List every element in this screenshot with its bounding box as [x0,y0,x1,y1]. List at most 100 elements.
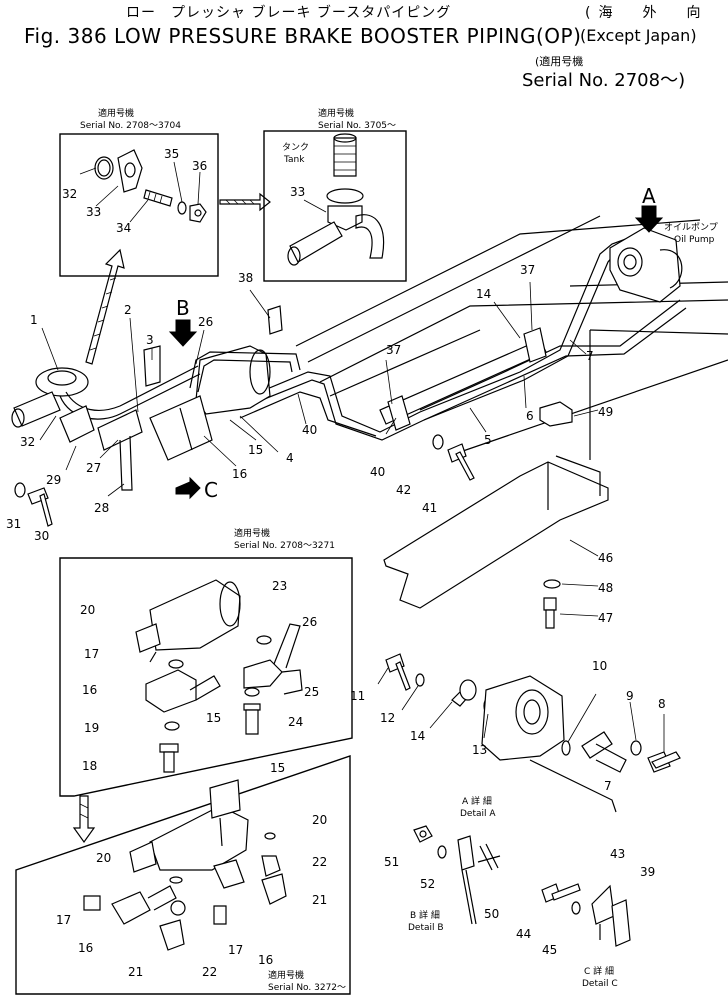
callout: 36 [192,159,208,173]
callout: 26 [302,615,318,629]
callout: 42 [396,483,412,497]
title-japanese: ロー プレッシャ ブレーキ ブースタパイピング [126,5,452,21]
inset-tl-serial: Serial No. 2708～3704 [80,121,181,131]
callout: 16 [258,953,274,967]
callout: 16 [78,941,94,955]
callout: 16 [232,467,248,481]
serial-label-japanese: (適用号機 [535,55,584,68]
callout: 22 [202,965,218,979]
callout: 9 [626,689,634,703]
callout: 18 [82,759,98,773]
callout: 25 [304,685,320,699]
callout: 40 [370,465,386,479]
callout: 5 [484,433,492,447]
callout: 41 [422,501,438,515]
detail-a-parts [385,653,681,813]
callout: 45 [542,943,558,957]
callout: 13 [472,743,488,757]
inset-pointer-arrow [85,248,125,365]
callout: 34 [116,221,132,235]
inset-bottom-heading-jp: 適用号機 [268,971,305,981]
inset-tl-heading-jp: 適用号機 [98,109,135,119]
inset-bottom-parts [83,779,287,951]
callout: 20 [80,603,96,617]
inset-tr-parts [287,133,385,266]
oil-pump-label: Oil Pump [674,235,715,245]
inset-link-arrow [72,795,96,844]
detail-a-label: Detail A [460,809,496,819]
callout: 19 [84,721,100,735]
callout: 52 [420,877,436,891]
inset-bottom-frame [15,755,351,995]
callout: 2 [124,303,132,317]
transfer-arrow [219,192,271,212]
callout: 38 [238,271,254,285]
callout: 49 [598,405,614,419]
callout: 17 [84,647,100,661]
inset-top-right-frame [263,130,407,282]
callout: 46 [598,551,614,565]
detail-b-parts [413,825,501,925]
detail-c-label-jp: C 詳 細 [584,967,615,977]
oil-pump-label-jp: オイルポンプ [664,223,718,233]
callout: 4 [286,451,294,465]
callout: 15 [248,443,264,457]
view-arrow-a-label: A [642,184,656,208]
callout: 43 [610,847,626,861]
callout: 24 [288,715,304,729]
view-arrow-b-label: B [176,296,190,320]
figure-title: Fig. 386 LOW PRESSURE BRAKE BOOSTER PIPI… [24,24,582,48]
callout: 6 [526,409,534,423]
callout: 35 [164,147,180,161]
callout: 8 [658,697,666,711]
inset-tr-serial: Serial No. 3705～ [318,121,397,131]
callout: 32 [62,187,78,201]
detail-c-parts [541,883,631,947]
callout: 23 [272,579,288,593]
callout: 37 [386,343,402,357]
callout: 47 [598,611,614,625]
callout: 31 [6,517,22,531]
detail-c-label: Detail C [582,979,618,989]
callout: 15 [206,711,222,725]
callout: 51 [384,855,400,869]
callout: 15 [270,761,286,775]
inset-bottom-serial: Serial No. 3272～ [268,983,347,993]
callout: 14 [476,287,492,301]
leader-lines [39,161,665,752]
inset-middle-serial: Serial No. 2708～3271 [234,541,335,551]
detail-b-label: Detail B [408,923,444,933]
market-label: (Except Japan) [580,26,697,45]
inset-tr-heading-jp: 適用号機 [318,109,355,119]
callout: 33 [290,185,306,199]
callout: 17 [56,913,72,927]
callout: 3 [146,333,154,347]
callout: 39 [640,865,656,879]
callout: 30 [34,529,50,543]
callout: 21 [128,965,144,979]
main-assembly [11,205,728,629]
callout: 16 [82,683,98,697]
callout: 20 [312,813,328,827]
callout: 48 [598,581,614,595]
callout: 12 [380,711,396,725]
callout: 14 [410,729,426,743]
inset-top-left-frame [59,133,219,277]
callout: 17 [228,943,244,957]
callout: 22 [312,855,328,869]
callout: 7 [586,349,594,363]
detail-a-label-jp: A 詳 細 [462,797,492,807]
tank-label: Tank [284,155,305,165]
detail-b-label-jp: B 詳 細 [410,911,440,921]
callout: 44 [516,927,532,941]
callout: 37 [520,263,536,277]
callout: 1 [30,313,38,327]
inset-middle-heading-jp: 適用号機 [234,529,271,539]
serial-range: Serial No. 2708～) [522,70,686,91]
callout: 20 [96,851,112,865]
callout: 28 [94,501,110,515]
market-label-japanese: (海 外 向 [585,5,709,21]
view-arrow-c-label: C [204,478,218,502]
